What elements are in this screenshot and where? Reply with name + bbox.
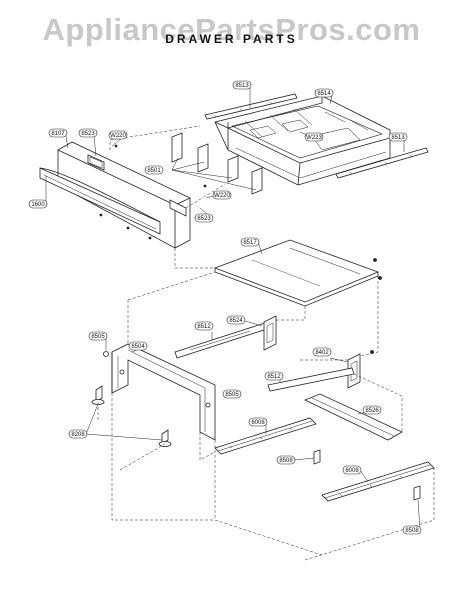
- callout-box: [342, 465, 362, 475]
- callout-box: [212, 190, 232, 200]
- callout-label: W223: [306, 135, 322, 141]
- callout-8508: 8508: [276, 455, 296, 465]
- callout-box: [28, 199, 48, 209]
- callout-label: 8513: [391, 135, 405, 141]
- callout-label: 8107: [51, 131, 65, 137]
- callout-label: 8508: [279, 458, 293, 464]
- callout-1600: 1600: [28, 199, 48, 209]
- callout-box: [240, 237, 260, 247]
- callout-box: [312, 347, 332, 357]
- callout-label: 6008: [251, 420, 265, 426]
- callout-box: [88, 331, 108, 341]
- callout-label: 8523: [197, 216, 211, 222]
- drawer-box: [214, 95, 391, 186]
- callout-box: [304, 132, 324, 142]
- callout-box: [68, 429, 88, 439]
- callout-label: 8505: [91, 334, 105, 340]
- callout-6008: 6008: [342, 465, 362, 475]
- callout-box: [402, 525, 422, 535]
- callout-label: 8512: [197, 324, 211, 330]
- callout-label: 8508: [405, 528, 419, 534]
- callout-label: 8513: [235, 83, 249, 89]
- callout-8517: 8517: [240, 237, 260, 247]
- callout-box: [232, 80, 252, 90]
- callout-box: [276, 455, 296, 465]
- callout-label: 8517: [243, 240, 257, 246]
- callout-8513: 8513: [388, 132, 408, 142]
- callout-8526: 8526: [362, 405, 382, 415]
- callout-6008: 6008: [248, 417, 268, 427]
- callout-label: W220: [214, 193, 230, 199]
- rail-8513-right: [335, 147, 429, 179]
- callout-box: [144, 165, 164, 175]
- frame-8504: [111, 343, 216, 441]
- callout-box: [362, 405, 382, 415]
- callout-8512: 8512: [264, 371, 284, 381]
- callout-label: W220: [110, 133, 126, 139]
- callout-label: 8208: [71, 432, 85, 438]
- callout-box: [248, 417, 268, 427]
- callout-8524: 8524: [226, 315, 246, 325]
- callout-box: [194, 213, 214, 223]
- callout-W223: W223: [304, 132, 324, 142]
- callout-label: 8501: [147, 168, 161, 174]
- callout-8208: 8208: [68, 429, 88, 439]
- rail-8513-left: [204, 93, 298, 120]
- callout-8501: 8501: [144, 165, 164, 175]
- callout-label: 6008: [345, 468, 359, 474]
- callout-W220: W220: [108, 130, 128, 140]
- callout-label: 8512: [267, 374, 281, 380]
- callout-label: 8504: [131, 344, 145, 350]
- guide-8526: [304, 393, 403, 441]
- callout-box: [264, 371, 284, 381]
- callout-8512: 8512: [194, 321, 214, 331]
- guide-lines-bottom: [97, 271, 435, 561]
- callout-label: 1600: [31, 202, 45, 208]
- callout-label: 8505: [225, 392, 239, 398]
- callout-8523: 8523: [78, 128, 98, 138]
- callout-box: [222, 389, 242, 399]
- drawer-panel-8517: [213, 239, 380, 307]
- bracket-8524: [263, 315, 277, 351]
- rail-8512-upper: [174, 321, 271, 359]
- callout-label: 8402: [315, 350, 329, 356]
- callout-label: 8523: [81, 131, 95, 137]
- callout-8107: 8107: [48, 128, 68, 138]
- callout-W220: W220: [212, 190, 232, 200]
- watermark: AppliancePartsPros.com: [42, 12, 421, 47]
- bracket-8402: [347, 353, 361, 389]
- callout-box: [226, 315, 246, 325]
- callout-box: [48, 128, 68, 138]
- bracket-8501: [171, 132, 263, 195]
- callout-label: 8514: [317, 91, 331, 97]
- callout-box: [314, 88, 334, 98]
- callout-label: 8526: [365, 408, 379, 414]
- callout-8504: 8504: [128, 341, 148, 351]
- callout-box: [388, 132, 408, 142]
- diagram-title: DRAWER PARTS: [165, 32, 298, 46]
- callout-box: [78, 128, 98, 138]
- callout-8508: 8508: [402, 525, 422, 535]
- callout-8505: 8505: [88, 331, 108, 341]
- guide-lines-top: [109, 125, 226, 269]
- slide-6008-upper: [214, 417, 317, 455]
- callout-8402: 8402: [312, 347, 332, 357]
- callout-8505: 8505: [222, 389, 242, 399]
- callout-8523: 8523: [194, 213, 214, 223]
- callout-box: [128, 341, 148, 351]
- drawer-front-panel: [39, 141, 191, 249]
- callout-box: [194, 321, 214, 331]
- callout-label: 8524: [229, 318, 243, 324]
- callout-box: [108, 130, 128, 140]
- callout-8513: 8513: [232, 80, 252, 90]
- callout-8514: 8514: [314, 88, 334, 98]
